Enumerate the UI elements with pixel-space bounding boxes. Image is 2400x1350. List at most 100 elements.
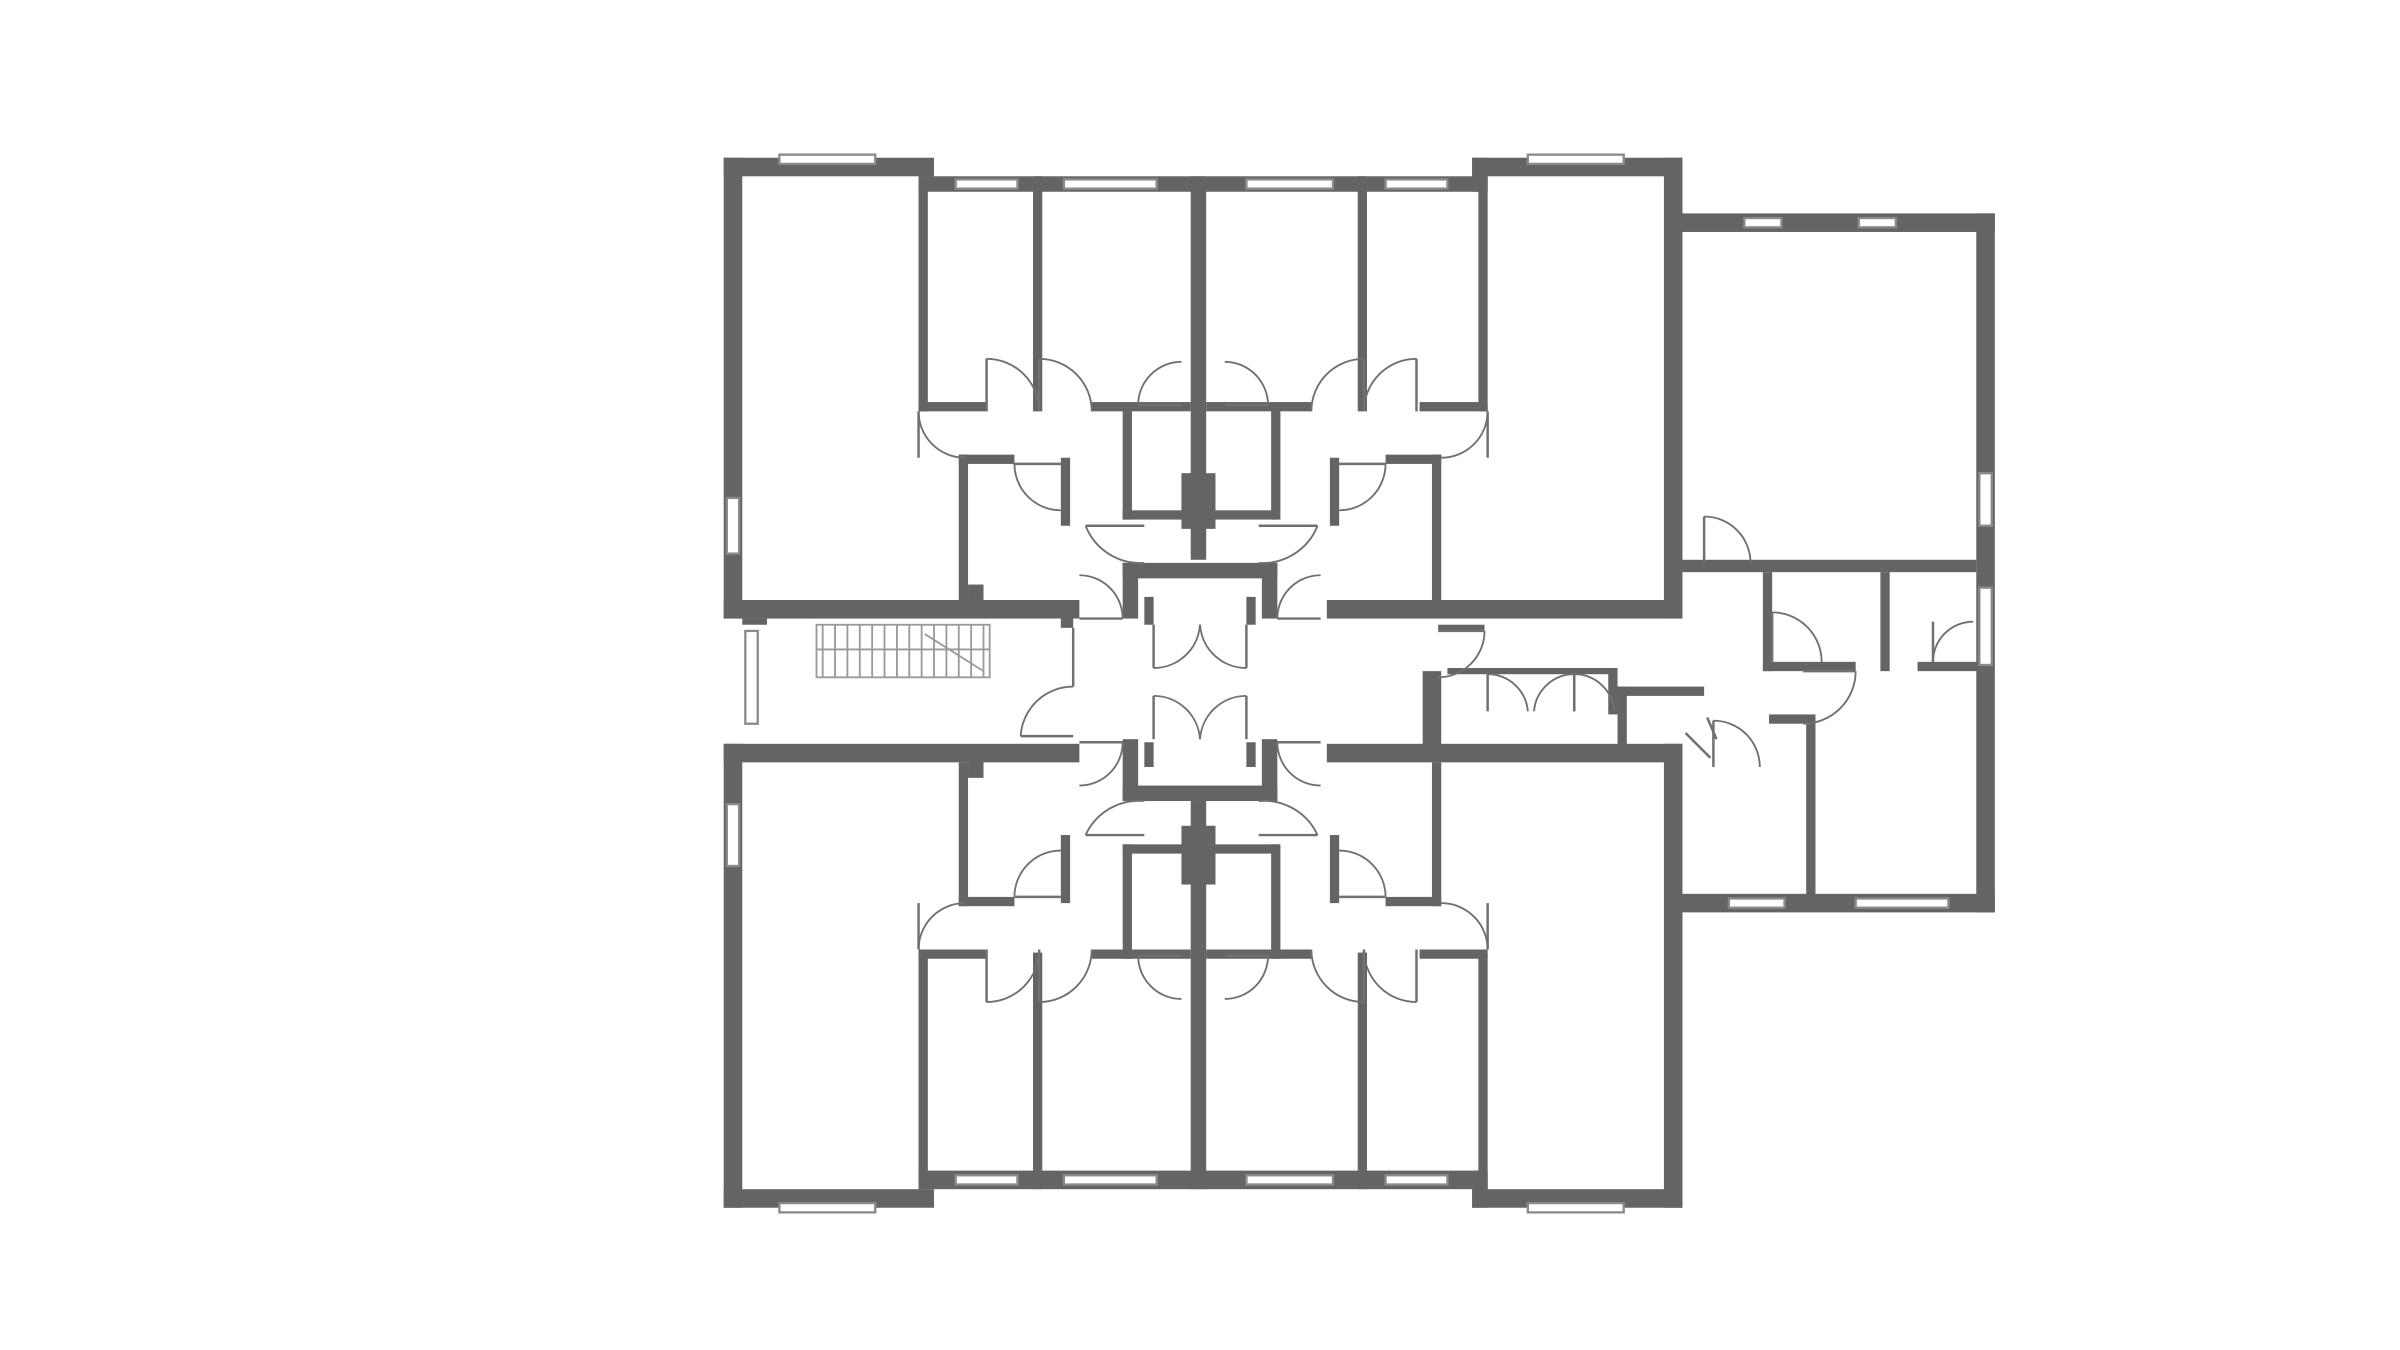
door-swing bbox=[1772, 611, 1823, 662]
wall-bath-box-left bbox=[1617, 686, 1627, 749]
door-swing bbox=[1199, 694, 1247, 740]
window-annex-top-1 bbox=[1743, 216, 1783, 229]
wall-ul-wc-h bbox=[1122, 510, 1191, 520]
door-leaf bbox=[1684, 732, 1712, 759]
door-swing bbox=[1084, 799, 1145, 836]
wall-outer-right-top bbox=[1663, 157, 1683, 619]
door-swing bbox=[1079, 574, 1124, 619]
wall-right-corridor-post bbox=[1422, 671, 1442, 749]
window-bottom-ll-room2 bbox=[1062, 1174, 1158, 1186]
window-bottom-left-balcony bbox=[778, 1201, 877, 1214]
door-swing bbox=[1258, 799, 1319, 836]
staircase bbox=[815, 623, 991, 679]
window-annex-bottom-2 bbox=[1854, 897, 1950, 909]
wall-ll-room2-h bbox=[1091, 949, 1191, 959]
wall-ll-wc-h bbox=[1122, 844, 1191, 854]
wall-annex-storage-left bbox=[1762, 572, 1773, 672]
window-top-ur-room2 bbox=[1245, 178, 1335, 190]
wall-annex-top bbox=[1679, 213, 1995, 232]
door-swing bbox=[1199, 624, 1247, 669]
wall-ul-wc-v bbox=[1122, 405, 1132, 520]
wall-corridor-bottom-left bbox=[723, 743, 1080, 763]
wall-closet-right bbox=[1608, 668, 1618, 715]
wall-ll-bath-h bbox=[958, 896, 1015, 907]
window-bottom-lr-room1 bbox=[1384, 1174, 1449, 1186]
window-top-ur-room1 bbox=[1384, 178, 1449, 190]
wall-lr-bath-h bbox=[1385, 896, 1442, 907]
wall-lr-room-h bbox=[1419, 949, 1488, 959]
door-swing bbox=[1803, 671, 1857, 725]
doors bbox=[917, 357, 1974, 1003]
wall-outer-bottom-right bbox=[1472, 1189, 1683, 1208]
wall-lobby-left-bottom bbox=[1122, 739, 1139, 802]
door-swing bbox=[1932, 620, 1974, 662]
door-swing bbox=[1258, 525, 1319, 564]
door-swing bbox=[1224, 955, 1269, 1000]
wall-lr-bath-v bbox=[1431, 762, 1442, 907]
wall-ur-wc-h bbox=[1206, 510, 1278, 520]
wall-ll-bath-v2 bbox=[1060, 835, 1071, 904]
wall-lobby-top bbox=[1122, 562, 1278, 579]
wall-annex-room-right bbox=[1917, 661, 1980, 672]
door-swing bbox=[1224, 360, 1269, 406]
wall-ul-room2-v bbox=[1032, 176, 1043, 412]
wall-ul-bath-post bbox=[968, 584, 984, 604]
wall-lobby-bottom bbox=[1122, 785, 1278, 802]
window-top-left-balcony bbox=[778, 153, 877, 166]
wall-ur-room-h bbox=[1419, 402, 1488, 412]
door-swing bbox=[1039, 357, 1093, 412]
wall-lobby-right-bottom bbox=[1261, 739, 1278, 802]
wall-annex-storage-bottom bbox=[1762, 661, 1856, 672]
wall-annex-vert-low bbox=[1806, 717, 1816, 900]
door-swing bbox=[1153, 624, 1201, 669]
door-swing bbox=[1441, 411, 1489, 459]
door-swing bbox=[1137, 955, 1182, 1000]
wall-lobby-right-post bbox=[1246, 596, 1256, 625]
door-swing bbox=[1339, 463, 1387, 512]
door-swing bbox=[1438, 630, 1486, 679]
wall-outer-bottom-left bbox=[723, 1189, 935, 1208]
wall-annex-partition-h bbox=[1682, 559, 1977, 573]
wall-spine-bottom bbox=[1190, 801, 1207, 1190]
window-annex-top-2 bbox=[1857, 216, 1898, 229]
wall-ul-bath-v bbox=[958, 454, 969, 600]
wall-ur-room2-h bbox=[1206, 402, 1312, 412]
door-swing bbox=[1013, 463, 1061, 512]
wall-ll-wc-v bbox=[1122, 844, 1132, 959]
wall-lobby-right-top bbox=[1261, 562, 1278, 619]
window-top-ul-room1 bbox=[954, 178, 1019, 190]
wall-corridor-bottom-right bbox=[1326, 743, 1683, 763]
wall-stair-post bbox=[1060, 606, 1074, 628]
wall-ul-room-h bbox=[918, 402, 987, 412]
door-swing bbox=[1441, 902, 1489, 950]
window-left-lower bbox=[725, 802, 741, 868]
window-top-right-balcony bbox=[1526, 153, 1625, 166]
wall-ll-room-v bbox=[918, 952, 928, 1190]
window-bottom-ll-room1 bbox=[954, 1174, 1019, 1186]
wall-ll-room2-v bbox=[1032, 952, 1043, 1190]
wall-ul-room2-h bbox=[1091, 402, 1191, 412]
door-swing bbox=[1362, 357, 1417, 412]
wall-spine-top-thick bbox=[1181, 473, 1216, 529]
window-left-stair bbox=[744, 629, 759, 725]
wall-annex-right bbox=[1976, 213, 1995, 913]
wall-outer-top-left bbox=[723, 157, 935, 177]
wall-stair-left bbox=[742, 618, 768, 625]
wall-spine-bottom-thick bbox=[1181, 825, 1216, 885]
windows bbox=[725, 153, 1993, 1214]
door-swing bbox=[1019, 685, 1074, 737]
wall-lr-bath-v2 bbox=[1329, 835, 1340, 904]
wall-lobby-right-post-b bbox=[1246, 742, 1256, 768]
door-swing bbox=[1574, 673, 1616, 712]
door-swing bbox=[1084, 525, 1145, 564]
window-annex-right-1 bbox=[1978, 472, 1993, 527]
wall-ur-wc-v bbox=[1271, 405, 1281, 520]
window-annex-right-2 bbox=[1978, 586, 1993, 667]
door-swing bbox=[1487, 673, 1529, 712]
wall-ul-bath-v2 bbox=[1060, 457, 1071, 526]
wall-right-corridor-ledge bbox=[1438, 624, 1485, 631]
wall-lr-wc-v bbox=[1271, 844, 1281, 959]
wall-corridor-top-left bbox=[723, 600, 1080, 619]
